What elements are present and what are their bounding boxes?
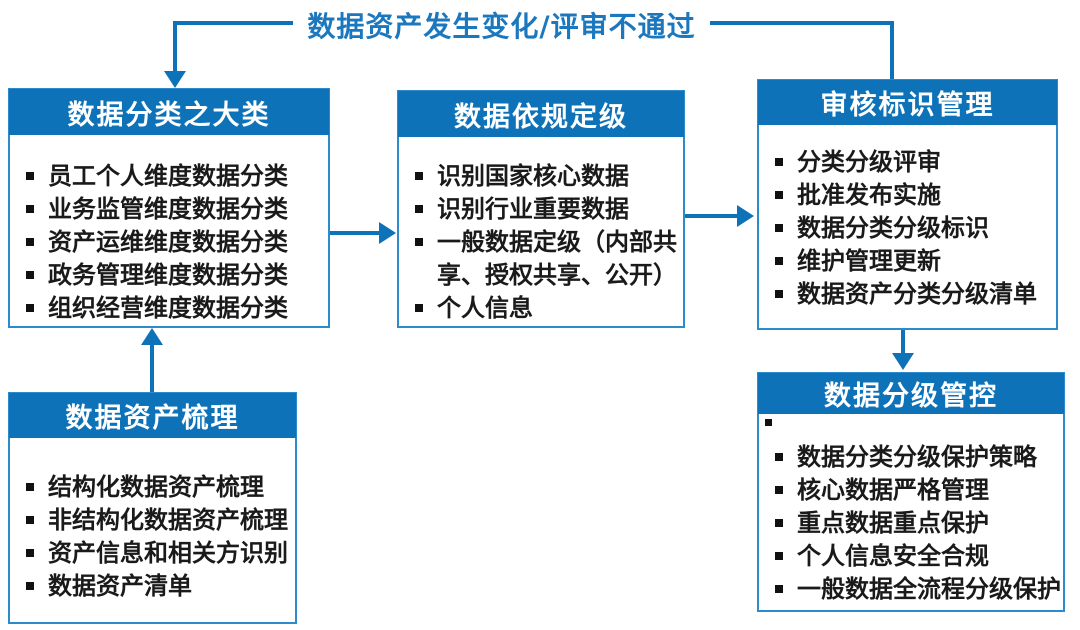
list-item: 识别国家核心数据	[411, 159, 683, 192]
box-assets-list: 结构化数据资产梳理非结构化数据资产梳理资产信息和相关方识别数据资产清单	[10, 438, 295, 602]
stray-bullet-artifact	[765, 419, 772, 426]
box-grading-body: 识别国家核心数据识别行业重要数据一般数据定级（内部共享、授权共享、公开）个人信息	[399, 137, 683, 324]
arrow-review-to-control-line	[901, 330, 905, 356]
box-classification-title: 数据分类之大类	[9, 89, 329, 135]
list-item: 数据资产分类分级清单	[771, 277, 1056, 310]
list-item: 组织经营维度数据分类	[22, 291, 328, 324]
box-classification: 数据分类之大类 员工个人维度数据分类业务监管维度数据分类资产运维维度数据分类政务…	[8, 88, 330, 328]
feedback-arrowhead-down-icon	[164, 71, 186, 88]
box-grading-list: 识别国家核心数据识别行业重要数据一般数据定级（内部共享、授权共享、公开）个人信息	[399, 137, 683, 324]
box-review-body: 分类分级评审批准发布实施数据分类分级标识维护管理更新数据资产分类分级清单	[759, 125, 1056, 310]
list-item: 业务监管维度数据分类	[22, 192, 328, 225]
list-item: 数据资产清单	[22, 569, 295, 602]
list-item: 员工个人维度数据分类	[22, 159, 328, 192]
list-item: 结构化数据资产梳理	[22, 470, 295, 503]
list-item: 数据分类分级标识	[771, 211, 1056, 244]
arrow-grading-to-review-line	[685, 214, 738, 218]
list-item: 个人信息	[411, 291, 683, 324]
box-classification-list: 员工个人维度数据分类业务监管维度数据分类资产运维维度数据分类政务管理维度数据分类…	[10, 135, 328, 324]
box-assets: 数据资产梳理 结构化数据资产梳理非结构化数据资产梳理资产信息和相关方识别数据资产…	[8, 392, 297, 624]
arrow-classification-to-grading-head-icon	[379, 222, 396, 244]
list-item: 维护管理更新	[771, 244, 1056, 277]
box-grading: 数据依规定级 识别国家核心数据识别行业重要数据一般数据定级（内部共享、授权共享、…	[397, 90, 685, 328]
list-item: 重点数据重点保护	[771, 506, 1063, 539]
box-control: 数据分级管控 数据分类分级保护策略核心数据严格管理重点数据重点保护个人信息安全合…	[757, 372, 1065, 612]
box-grading-title: 数据依规定级	[398, 91, 684, 137]
list-item: 政务管理维度数据分类	[22, 258, 328, 291]
list-item: 个人信息安全合规	[771, 539, 1063, 572]
list-item: 非结构化数据资产梳理	[22, 503, 295, 536]
box-review: 审核标识管理 分类分级评审批准发布实施数据分类分级标识维护管理更新数据资产分类分…	[757, 79, 1058, 330]
box-assets-body: 结构化数据资产梳理非结构化数据资产梳理资产信息和相关方识别数据资产清单	[10, 438, 295, 602]
list-item: 一般数据定级（内部共享、授权共享、公开）	[411, 225, 683, 291]
feedback-line-right-vertical	[890, 21, 894, 79]
box-control-title: 数据分级管控	[758, 373, 1064, 414]
arrow-assets-to-classification-head-icon	[141, 328, 163, 345]
list-item: 一般数据全流程分级保护	[771, 572, 1063, 605]
list-item: 资产运维维度数据分类	[22, 225, 328, 258]
box-control-body: 数据分类分级保护策略核心数据严格管理重点数据重点保护个人信息安全合规一般数据全流…	[759, 414, 1063, 605]
feedback-line-right-horizontal	[710, 21, 894, 25]
list-item: 分类分级评审	[771, 145, 1056, 178]
list-item: 数据分类分级保护策略	[771, 440, 1063, 473]
feedback-line-left-horizontal	[173, 21, 293, 25]
feedback-line-left-vertical	[173, 21, 177, 73]
arrow-assets-to-classification-line	[150, 340, 154, 392]
arrow-grading-to-review-head-icon	[737, 205, 754, 227]
list-item: 识别行业重要数据	[411, 192, 683, 225]
box-assets-title: 数据资产梳理	[9, 393, 296, 438]
list-item: 批准发布实施	[771, 178, 1056, 211]
list-item: 资产信息和相关方识别	[22, 536, 295, 569]
box-control-list: 数据分类分级保护策略核心数据严格管理重点数据重点保护个人信息安全合规一般数据全流…	[759, 414, 1063, 605]
arrow-classification-to-grading-line	[330, 231, 380, 235]
box-review-list: 分类分级评审批准发布实施数据分类分级标识维护管理更新数据资产分类分级清单	[759, 125, 1056, 310]
list-item: 核心数据严格管理	[771, 473, 1063, 506]
box-review-title: 审核标识管理	[758, 80, 1057, 125]
arrow-review-to-control-head-icon	[892, 353, 914, 370]
feedback-label: 数据资产发生变化/评审不通过	[307, 10, 696, 43]
box-classification-body: 员工个人维度数据分类业务监管维度数据分类资产运维维度数据分类政务管理维度数据分类…	[10, 135, 328, 324]
